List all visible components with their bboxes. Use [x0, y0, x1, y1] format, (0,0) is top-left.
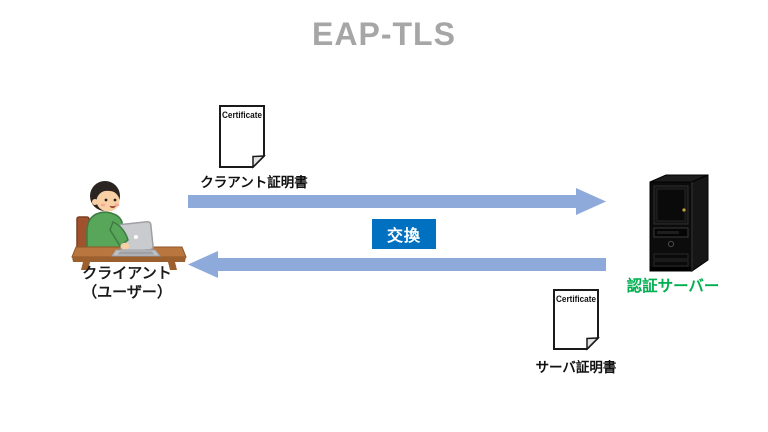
client-user-illustration — [71, 181, 187, 270]
server-led — [682, 208, 686, 212]
client-label-line2: （ユーザー） — [82, 284, 172, 301]
server-tower-icon — [649, 174, 709, 272]
client-certificate-doc-title: Certificate — [222, 110, 262, 120]
client-certificate-icon: Certificate — [219, 105, 266, 169]
client-label-line1: クライアント — [82, 265, 172, 282]
exchange-badge: 交換 — [372, 219, 436, 249]
client-label: クライアント （ユーザー） — [52, 264, 202, 302]
client-certificate-caption: クラアント証明書 — [200, 175, 308, 190]
server-to-client-arrow — [188, 251, 606, 278]
auth-server-label: 認証サーバー — [626, 278, 720, 295]
server-certificate-icon: Certificate — [553, 289, 600, 351]
page-title: EAP-TLS — [312, 16, 456, 52]
server-certificate-caption: サーバ証明書 — [535, 360, 617, 375]
exchange-badge-label: 交換 — [386, 228, 421, 245]
client-to-server-arrow — [188, 188, 606, 215]
server-certificate-doc-title: Certificate — [556, 294, 596, 304]
